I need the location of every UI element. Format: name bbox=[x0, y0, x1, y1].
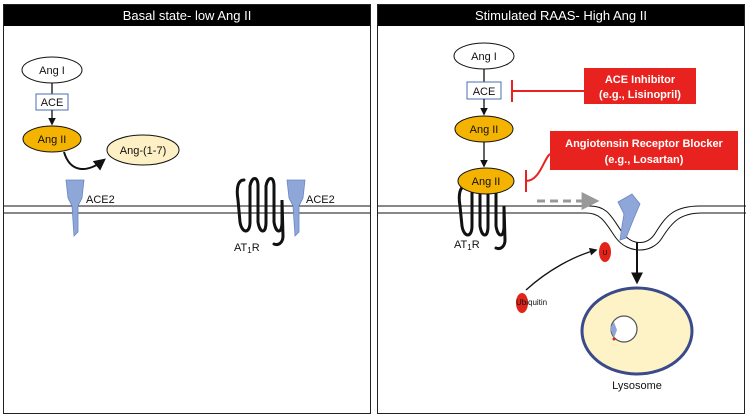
stimulated-raas-title: Stimulated RAAS- High Ang II bbox=[378, 5, 744, 26]
basal-state-title: Basal state- low Ang II bbox=[4, 5, 370, 26]
stimulated-raas-panel: Stimulated RAAS- High Ang II bbox=[377, 4, 745, 414]
basal-state-panel: Basal state- low Ang II bbox=[3, 4, 371, 414]
